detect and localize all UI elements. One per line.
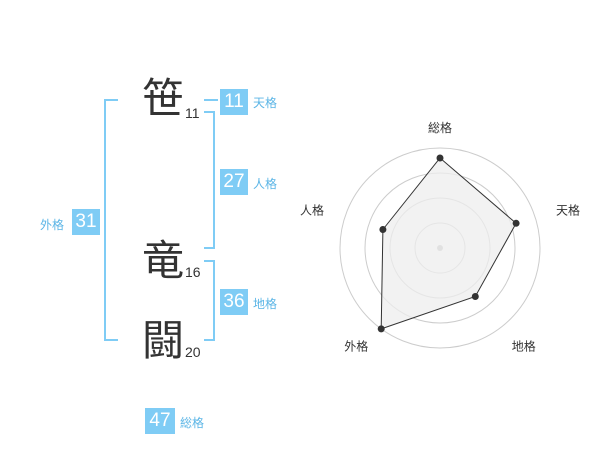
radar-axis-label: 総格 xyxy=(428,120,452,135)
gaikaku-label: 外格 xyxy=(40,218,65,232)
radar-axis-label: 地格 xyxy=(512,339,536,354)
tenkaku-label: 天格 xyxy=(253,96,278,110)
soukaku-badge: 47 xyxy=(145,408,175,434)
jinkaku-badge: 27 xyxy=(220,169,248,195)
radar-axis-label: 人格 xyxy=(300,202,324,217)
stroke-count-1: 11 xyxy=(185,105,200,121)
radar-series-area xyxy=(380,157,517,330)
radar-ring xyxy=(339,147,541,349)
chikaku-label: 地格 xyxy=(253,297,278,311)
tenkaku-badge: 11 xyxy=(220,89,248,115)
radar-point-4 xyxy=(377,325,385,333)
radar-point-2 xyxy=(512,219,520,227)
stroke-count-2: 16 xyxy=(185,264,201,280)
soukaku-label: 総格 xyxy=(180,416,205,430)
radar-point-5 xyxy=(379,226,387,233)
radar-axis-label: 天格 xyxy=(556,202,580,217)
name-char-1: 笹 xyxy=(142,74,185,123)
radar-point-1 xyxy=(436,154,444,162)
gaikaku-badge: 31 xyxy=(72,209,100,235)
stroke-count-3: 20 xyxy=(185,344,201,360)
chikaku-badge: 36 xyxy=(220,289,248,315)
radar-point-3 xyxy=(471,293,479,300)
jinkaku-label: 人格 xyxy=(253,177,278,191)
radar-axis-label: 外格 xyxy=(344,339,368,354)
name-char-2: 竜 xyxy=(142,236,185,285)
name-char-3: 闘 xyxy=(142,316,185,365)
